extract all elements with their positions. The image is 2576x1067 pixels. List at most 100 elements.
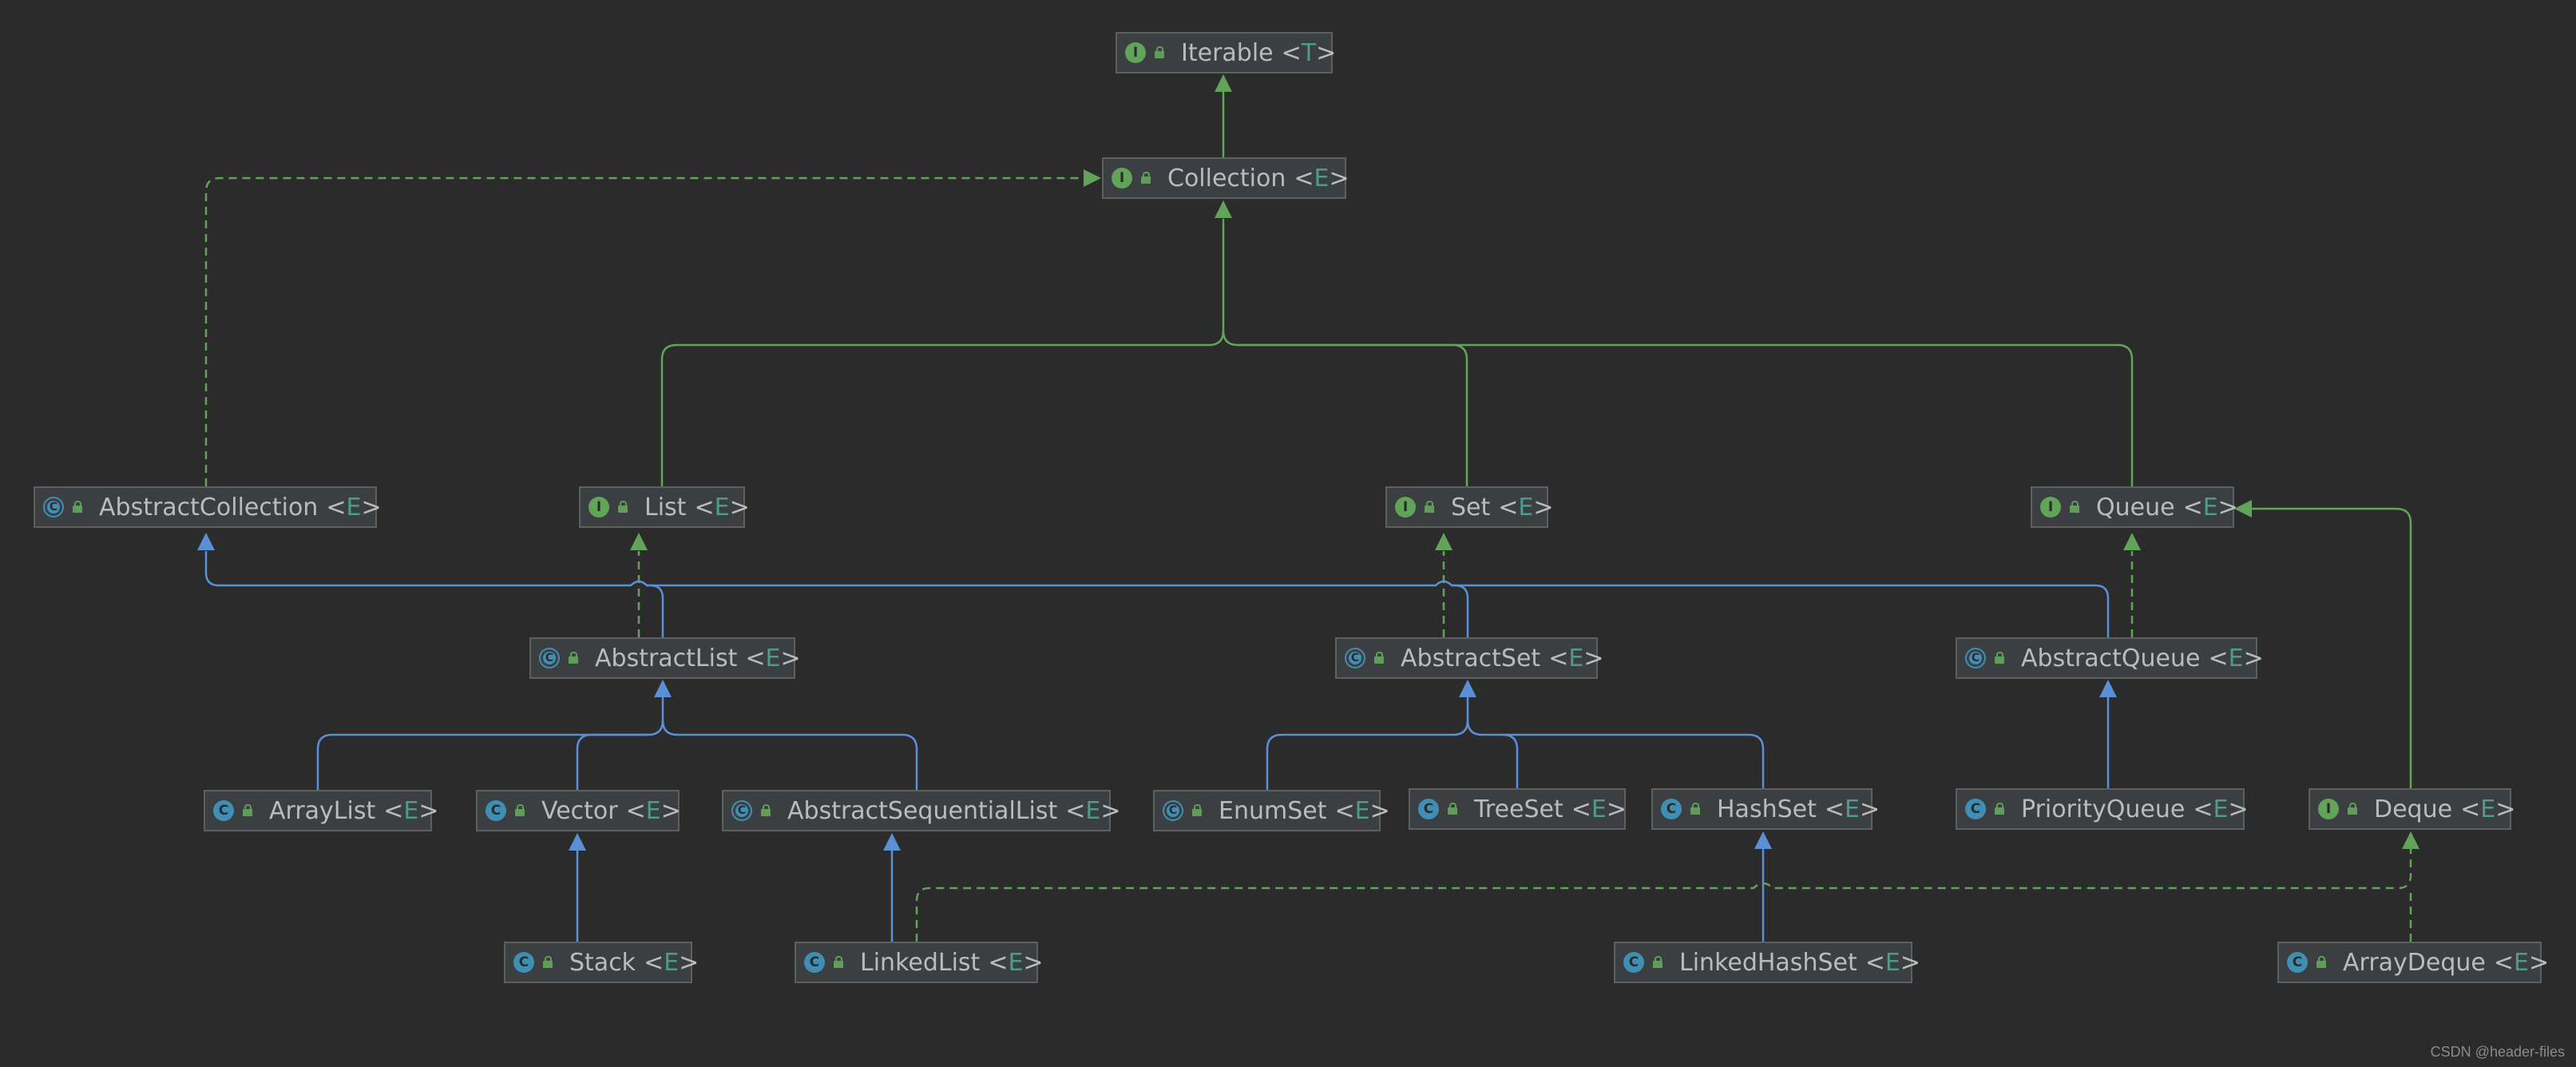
generic-close: > (1100, 796, 1121, 825)
generic-close: > (2495, 795, 2516, 823)
unlocked-icon (2069, 501, 2080, 513)
unlocked-icon (1424, 501, 1435, 513)
type-name: ArrayList (269, 796, 376, 825)
edge-hashset-abstractset (1503, 733, 1765, 788)
arrow-queue (2123, 533, 2141, 550)
type-name: AbstractQueue (2021, 644, 2201, 672)
generic-close: > (1859, 795, 1880, 823)
generic-open: < (1865, 948, 1885, 977)
unlocked-icon (1140, 172, 1151, 184)
edge-enumset-abstractset (1266, 697, 1469, 790)
generic-open: < (2182, 493, 2203, 522)
interface-icon: I (2318, 799, 2339, 819)
generic-close: > (2228, 795, 2249, 823)
generic-close: > (729, 493, 750, 522)
interface-icon: I (589, 497, 609, 518)
type-parameter: T (1301, 38, 1317, 67)
generic-open: < (1824, 795, 1845, 823)
generic-open: < (2493, 948, 2515, 977)
abstract-class-icon: C (1164, 802, 1182, 819)
type-parameter: E (1314, 164, 1330, 192)
unlocked-icon (833, 956, 844, 968)
type-name: ArrayDeque (2343, 948, 2486, 977)
generic-close: > (2217, 493, 2238, 522)
arrow-collection-left (1084, 169, 1101, 187)
type-name: Vector (541, 796, 618, 825)
type-name: LinkedList (860, 948, 981, 977)
generic-close: > (780, 644, 801, 672)
class-icon: C (1623, 952, 1644, 973)
unlocked-icon (1690, 803, 1701, 815)
arrow-abstractlist (654, 680, 672, 697)
unlocked-icon (1447, 803, 1458, 815)
class-icon: C (1661, 799, 1682, 819)
type-parameter: E (1518, 493, 1534, 522)
type-parameter: E (2202, 493, 2218, 522)
arrow-set (1435, 533, 1452, 550)
edge-treeset-abstractset (1466, 720, 1519, 788)
type-parameter: E (1591, 795, 1607, 823)
arrow-hashset (1754, 831, 1772, 849)
unlocked-icon (1994, 803, 2005, 815)
unlocked-icon (568, 652, 579, 664)
type-parameter: E (1085, 796, 1101, 825)
generic-close: > (418, 796, 439, 825)
generic-close: > (361, 493, 382, 522)
generic-open: < (1498, 493, 1519, 522)
arrow-abstractqueue (2099, 680, 2117, 697)
generic-close: > (2528, 948, 2550, 977)
edge-vector-abstractlist (576, 733, 648, 790)
unlocked-icon (542, 956, 553, 968)
generic-close: > (1369, 796, 1390, 825)
type-parameter: E (2514, 948, 2529, 977)
abstract-class-icon: C (45, 498, 62, 516)
edge-list-collection (660, 219, 1225, 486)
type-parameter: E (714, 493, 730, 522)
generic-open: < (2460, 795, 2481, 823)
type-parameter: E (1568, 644, 1584, 672)
unlocked-icon (242, 804, 253, 816)
type-name: AbstractSequentialList (787, 796, 1058, 825)
type-name: LinkedHashSet (1679, 948, 1857, 977)
type-name: AbstractList (595, 644, 738, 672)
arrow-queue-right (2234, 500, 2252, 518)
type-parameter: E (664, 948, 680, 977)
generic-open: < (1548, 644, 1569, 672)
abstract-class-icon: C (1967, 649, 1984, 667)
type-name: List (644, 493, 687, 522)
generic-open: < (988, 948, 1009, 977)
type-name: TreeSet (1474, 795, 1563, 823)
edge-abstractcollection-collection (204, 177, 1084, 486)
type-name: Queue (2096, 493, 2175, 522)
generic-close: > (660, 796, 681, 825)
arrow-deque (2402, 831, 2419, 849)
type-parameter: E (2228, 644, 2244, 672)
class-icon: C (1965, 799, 1986, 819)
arrow-collection (1215, 200, 1232, 218)
generic-open: < (1065, 796, 1086, 825)
type-name: Collection (1167, 164, 1286, 192)
unlocked-icon (1154, 46, 1165, 58)
